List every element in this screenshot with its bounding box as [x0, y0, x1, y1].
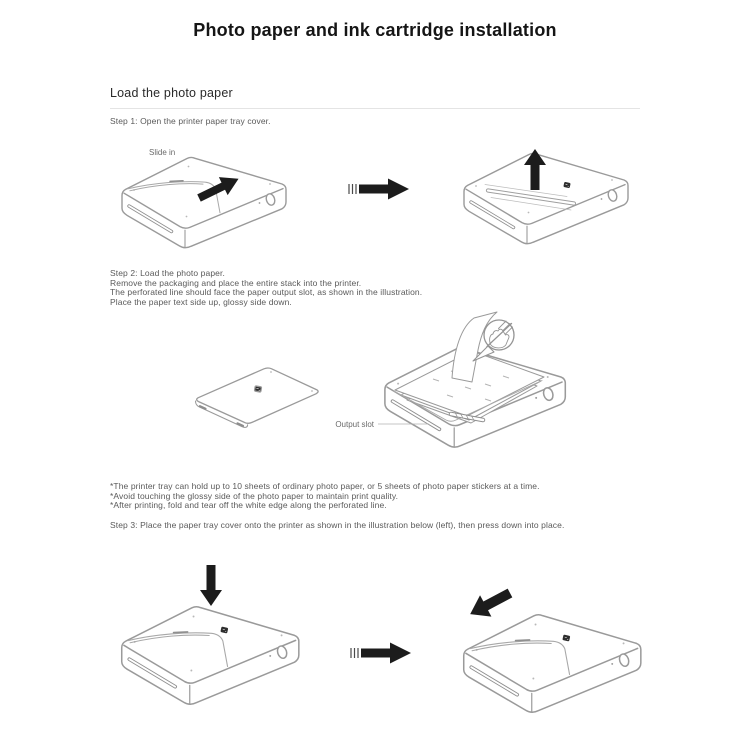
output-slot-label: Output slot [335, 420, 374, 429]
photo-paper-stack [394, 350, 545, 424]
press-down-arrow-icon [200, 565, 222, 606]
brand-logo-mark [253, 385, 263, 393]
section-divider [110, 108, 640, 109]
step2-text: Step 2: Load the photo paper. Remove the… [110, 268, 423, 307]
transition-arrow-icon [350, 641, 412, 665]
slide-in-arrow-icon [197, 177, 239, 202]
printer-drawing [461, 612, 643, 715]
transition-arrow-icon [348, 177, 410, 201]
section-heading: Load the photo paper [110, 86, 233, 100]
notes-text: *The printer tray can hold up to 10 shee… [110, 481, 540, 511]
curled-photo-sheet [451, 311, 498, 383]
slide-in-label: Slide in [149, 148, 175, 157]
printer-drawing [119, 604, 301, 707]
no-touch-hand-icon [472, 319, 515, 362]
move-away-arrow-icon [464, 582, 516, 625]
paper-tray-cover-drawing [194, 367, 319, 428]
illustration-printer-ready [461, 582, 643, 715]
step1-text: Step 1: Open the printer paper tray cove… [110, 116, 271, 126]
page-title: Photo paper and ink cartridge installati… [193, 20, 557, 40]
illustration-press-cover-down [119, 565, 301, 707]
illustration-load-paper: Output slot [194, 311, 568, 449]
illustration-printer-cover-closed: Slide in [120, 148, 288, 250]
illustration-printer-cover-removed [462, 149, 630, 246]
step3-text: Step 3: Place the paper tray cover onto … [110, 520, 565, 530]
tray-edge-and-roller [393, 380, 543, 423]
printer-drawing [462, 151, 630, 246]
printer-drawing [120, 155, 288, 250]
